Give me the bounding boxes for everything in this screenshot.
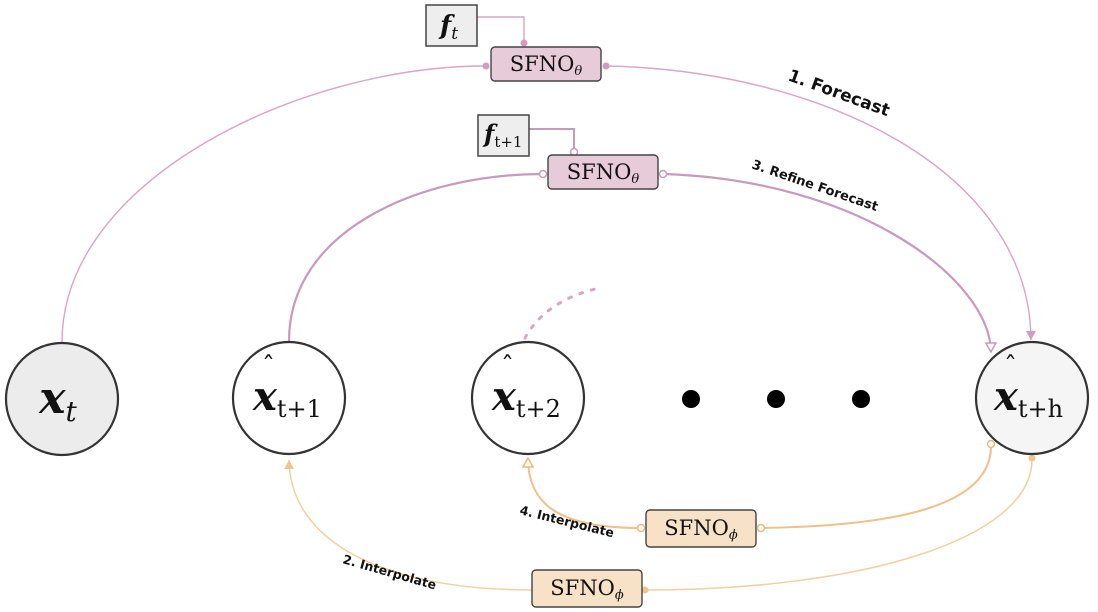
refine-edge bbox=[287, 169, 991, 353]
hat-mark: ˆ bbox=[262, 352, 275, 382]
model-refine-name: SFNO bbox=[567, 160, 632, 184]
node-x-t1: ˆ xt+1 bbox=[231, 340, 347, 456]
forcing-connector-ft bbox=[477, 16, 528, 47]
model-refine-sub: θ bbox=[631, 172, 639, 187]
model-forecast-name: SFNO bbox=[510, 52, 575, 76]
node-x-th: ˆ xt+h bbox=[974, 340, 1090, 456]
model-interp-short-sub: ϕ bbox=[729, 528, 738, 543]
node-x-t2-var: x bbox=[491, 373, 517, 420]
node-x-t: xt bbox=[4, 341, 120, 457]
node-x-t1-sub: t+1 bbox=[277, 395, 322, 423]
svg-text:SFNOϕ: SFNOϕ bbox=[664, 516, 738, 543]
svg-text:SFNOθ: SFNOθ bbox=[510, 52, 583, 79]
forcing-ft1-sub: t+1 bbox=[494, 133, 522, 151]
node-x-t-sub: t bbox=[65, 395, 77, 428]
model-box-refine: SFNOθ bbox=[547, 154, 659, 190]
node-x-t-var: x bbox=[38, 373, 66, 424]
model-box-interp-short: SFNOϕ bbox=[645, 509, 757, 548]
node-x-th-var: x bbox=[993, 373, 1019, 420]
step-label-forecast: 1. Forecast bbox=[785, 66, 892, 121]
node-x-t1-var: x bbox=[252, 373, 278, 420]
forcing-box-ft: ft bbox=[425, 4, 478, 47]
forcing-connector-ft1 bbox=[529, 128, 579, 157]
forcing-ft-sub: t bbox=[451, 24, 458, 44]
model-box-interp-long: SFNOϕ bbox=[531, 569, 643, 608]
interpolate-long-edge bbox=[284, 454, 1036, 594]
model-interp-long-name: SFNO bbox=[550, 576, 615, 600]
node-x-t2: ˆ xt+2 bbox=[470, 340, 586, 456]
model-interp-short-name: SFNO bbox=[664, 516, 729, 540]
svg-text:xt+2: xt+2 bbox=[491, 373, 561, 423]
model-interp-long-sub: ϕ bbox=[615, 588, 624, 603]
svg-text:ft+1: ft+1 bbox=[482, 119, 522, 151]
step-label-interpolate-2: 2. Interpolate bbox=[341, 551, 438, 592]
forcing-ft1-var: f bbox=[482, 119, 498, 148]
ellipsis-dots bbox=[682, 390, 870, 408]
hat-mark: ˆ bbox=[1004, 352, 1017, 382]
model-box-forecast: SFNOθ bbox=[490, 46, 602, 82]
svg-text:SFNOθ: SFNOθ bbox=[567, 160, 640, 187]
svg-text:xt+1: xt+1 bbox=[252, 373, 322, 423]
step-label-interpolate-4: 4. Interpolate bbox=[518, 502, 615, 540]
svg-text:xt: xt bbox=[38, 373, 77, 428]
forecast-edge bbox=[61, 62, 1036, 343]
model-forecast-sub: θ bbox=[574, 64, 582, 79]
svg-text:SFNOϕ: SFNOϕ bbox=[550, 576, 624, 603]
continuation-dots bbox=[523, 286, 602, 340]
node-x-t2-sub: t+2 bbox=[516, 395, 561, 423]
interpolate-short-edge bbox=[528, 439, 996, 533]
node-x-th-sub: t+h bbox=[1018, 395, 1063, 423]
svg-text:ft: ft bbox=[438, 11, 458, 44]
forcing-box-ft1: ft+1 bbox=[477, 114, 530, 157]
svg-text:xt+h: xt+h bbox=[993, 373, 1063, 423]
forcing-ft-var: f bbox=[438, 11, 455, 41]
hat-mark: ˆ bbox=[501, 352, 514, 382]
